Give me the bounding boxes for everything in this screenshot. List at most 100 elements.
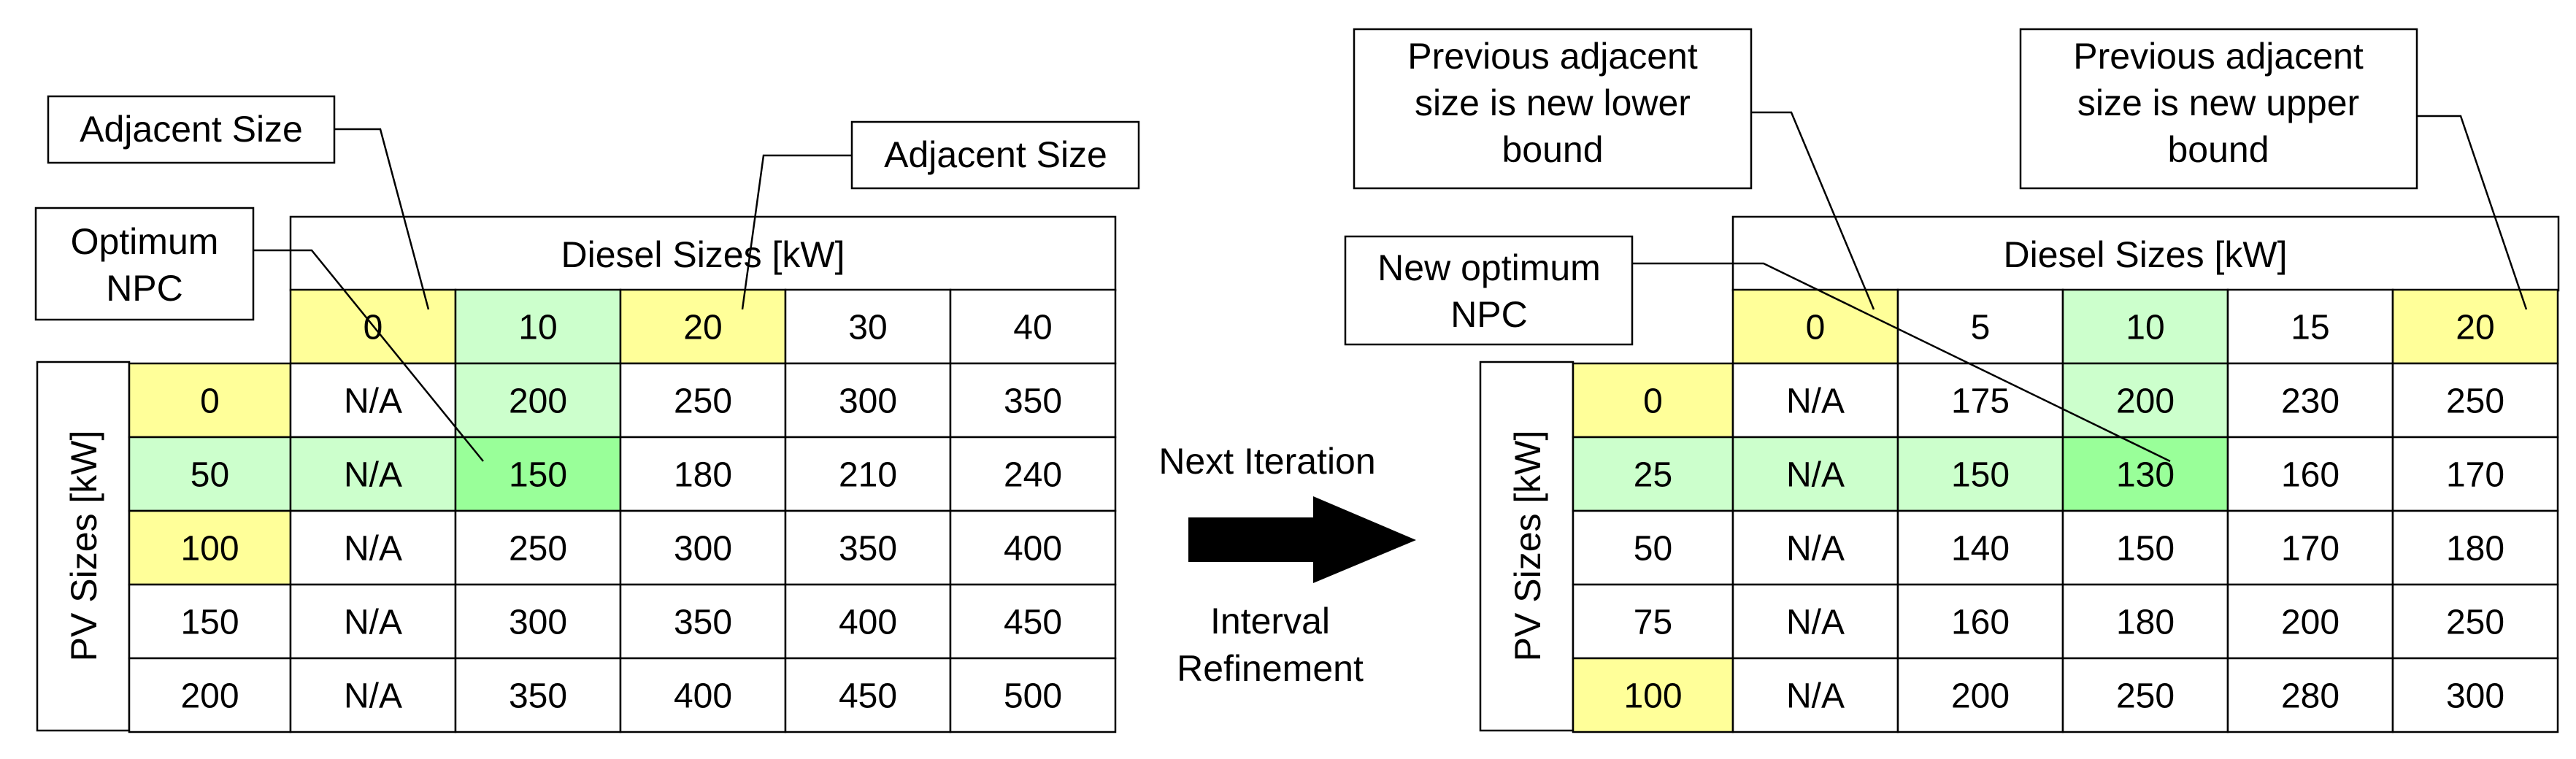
left-cell-value: 400 (1004, 530, 1062, 569)
interval-refinement-line2: Refinement (1177, 648, 1364, 689)
right-col-label: 15 (2291, 309, 2329, 347)
callout-optimum-npc-line2: NPC (106, 268, 183, 309)
left-row-label-cell (128, 362, 292, 439)
left-row-label-cell (128, 436, 292, 512)
right-cell-value: 300 (2446, 677, 2504, 716)
left-cell-value: 300 (839, 382, 897, 421)
right-cell-value: N/A (1786, 677, 1845, 716)
right-row-label-cell (1572, 362, 1734, 439)
interval-refinement-line1: Interval (1210, 601, 1330, 642)
callout-upper-bound-line3: bound (2167, 129, 2269, 170)
left-col-label: 40 (1013, 309, 1052, 347)
left-cell-value: N/A (344, 530, 402, 569)
right-row-label-cell (1572, 657, 1734, 733)
right-col-label-cell (2061, 288, 2229, 365)
callout-lower-bound-line1: Previous adjacent (1407, 36, 1698, 77)
left-cell (619, 436, 787, 512)
left-col-label: 0 (364, 309, 383, 347)
right-cell (2061, 657, 2229, 733)
right-cell-value: 160 (1951, 604, 2010, 642)
left-cell-value: 300 (674, 530, 732, 569)
right-cell-value: 150 (1951, 456, 2010, 495)
next-iteration-arrow-icon (1188, 496, 1416, 583)
callout-upper-bound-line1: Previous adjacent (2073, 36, 2364, 77)
left-cell-value: 350 (509, 677, 567, 716)
right-cell-value: 200 (1951, 677, 2010, 716)
left-cell-value: 250 (509, 530, 567, 569)
right-cell (2226, 657, 2394, 733)
left-cell-value: N/A (344, 604, 402, 642)
right-cell-value: 170 (2446, 456, 2504, 495)
callout-adjacent-size-right-text: Adjacent Size (884, 134, 1107, 175)
leader-optimum-npc (253, 249, 484, 462)
callout-lower-bound-line3: bound (1502, 129, 1603, 170)
callout-optimum-npc (34, 207, 255, 321)
left-row-label: 50 (191, 456, 229, 495)
left-cell-value: 400 (674, 677, 732, 716)
right-cell-value: 160 (2281, 456, 2339, 495)
left-cell-value: 450 (1004, 604, 1062, 642)
right-cell-value: 175 (1951, 382, 2010, 421)
right-cell (1731, 362, 1899, 439)
left-cell (289, 436, 457, 512)
leader-new-optimum (1632, 262, 2171, 463)
left-col-header: Diesel Sizes [kW] (561, 234, 845, 275)
left-row-label: 0 (200, 382, 220, 421)
left-row-label: 150 (180, 604, 239, 642)
right-col-header: Diesel Sizes [kW] (2004, 234, 2288, 275)
right-cell-value: N/A (1786, 530, 1845, 569)
left-cell (619, 583, 787, 660)
right-cell (2226, 436, 2394, 512)
left-cell (454, 657, 622, 733)
right-cell-value: 250 (2116, 677, 2175, 716)
next-iteration-label: Next Iteration (1158, 441, 1375, 482)
right-cell-value: 150 (2116, 530, 2175, 569)
right-col-header-cell (1731, 215, 2560, 292)
right-row-label: 0 (1643, 382, 1663, 421)
right-cell-value: 170 (2281, 530, 2339, 569)
left-cell (949, 657, 1117, 733)
left-cell (784, 509, 952, 586)
leader-upper-bound (2417, 115, 2528, 310)
right-cell-value: N/A (1786, 456, 1845, 495)
callout-lower-bound-line2: size is new lower (1415, 82, 1691, 123)
right-cell (1896, 657, 2064, 733)
right-row-label: 50 (1634, 530, 1672, 569)
left-cell-value: 400 (839, 604, 897, 642)
left-cell (949, 436, 1117, 512)
right-cell (1731, 583, 1899, 660)
right-col-label-cell (2391, 288, 2559, 365)
left-col-label-cell (949, 288, 1117, 365)
left-cell (289, 509, 457, 586)
callout-new-optimum (1344, 235, 1634, 346)
left-cell-value: 250 (674, 382, 732, 421)
callout-upper-bound (2019, 28, 2418, 190)
right-cell-value: 130 (2116, 456, 2175, 495)
left-cell-value: 350 (1004, 382, 1062, 421)
left-cell-value: 350 (674, 604, 732, 642)
left-cell-value: 210 (839, 456, 897, 495)
right-cell-value: 250 (2446, 382, 2504, 421)
right-row-label: 75 (1634, 604, 1672, 642)
right-cell-value: 200 (2116, 382, 2175, 421)
leader-adjacent-size-left (334, 128, 430, 310)
right-cell-value: N/A (1786, 604, 1845, 642)
left-cell-value: 240 (1004, 456, 1062, 495)
right-cell (1896, 509, 2064, 586)
right-cell (2061, 509, 2229, 586)
callout-adjacent-size-left (47, 95, 336, 164)
left-cell-value: 500 (1004, 677, 1062, 716)
left-cell-value: 150 (509, 456, 567, 495)
right-row-label: 25 (1634, 456, 1672, 495)
leader-adjacent-size-right (741, 154, 852, 310)
left-cell-value: 350 (839, 530, 897, 569)
left-cell-value: 180 (674, 456, 732, 495)
left-cell-value: 300 (509, 604, 567, 642)
right-col-label: 10 (2126, 309, 2164, 347)
right-row-label: 100 (1623, 677, 1682, 716)
right-row-header: PV Sizes [kW] (1507, 431, 1548, 662)
right-cell (1896, 362, 2064, 439)
